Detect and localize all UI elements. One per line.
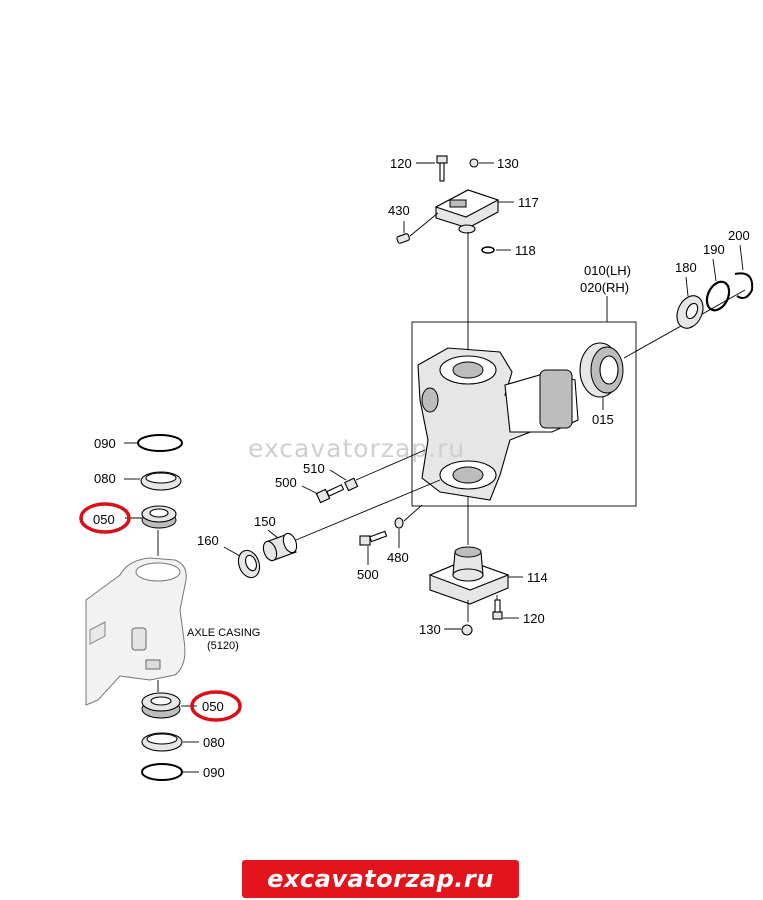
thrust-washer-180 [676, 295, 704, 329]
label-500-lower: 500 [357, 567, 379, 582]
highlight-050-upper [79, 502, 131, 534]
label-118: 118 [515, 243, 536, 258]
label-120-bottom: 120 [523, 611, 545, 626]
label-510: 510 [303, 461, 325, 476]
label-050-upper: 050 [93, 512, 115, 527]
grease-nipple-130-bottom [461, 624, 473, 636]
label-117: 117 [518, 195, 539, 210]
pin-430 [396, 233, 410, 244]
label-160: 160 [197, 533, 219, 548]
o-ring-090-lower [141, 763, 183, 781]
label-130-top: 130 [497, 156, 519, 171]
label-050-lower: 050 [202, 699, 224, 714]
lower-cap-114 [428, 546, 510, 605]
label-015: 015 [592, 412, 614, 427]
label-430: 430 [388, 203, 410, 218]
seal-160 [237, 549, 261, 579]
bolt-120-bottom [492, 599, 503, 620]
label-190: 190 [703, 242, 725, 257]
label-090-lower: 090 [203, 765, 225, 780]
bearing-050-upper [141, 505, 177, 529]
o-ring-090-upper [137, 434, 183, 452]
bearing-015 [579, 342, 624, 398]
axle-casing-label: AXLE CASING [187, 627, 260, 639]
washer-480 [394, 517, 404, 529]
label-114: 114 [527, 570, 548, 585]
bearing-050-lower [141, 692, 181, 719]
label-130-bottom: 130 [419, 622, 441, 637]
o-ring-118 [481, 246, 495, 254]
label-200: 200 [728, 228, 750, 243]
snap-ring-200 [734, 272, 754, 299]
site-banner-text: excavatorzap.ru [267, 865, 494, 893]
washer-510 [344, 477, 359, 492]
steering-knuckle [417, 347, 579, 501]
bearing-cup-080-upper [140, 471, 182, 491]
watermark-text: excavatorzap.ru [248, 434, 465, 463]
knuckle-assembly-frame [411, 321, 637, 507]
bearing-cup-080-lower [141, 732, 183, 752]
bolt-500-lower [359, 530, 388, 546]
label-150: 150 [254, 514, 276, 529]
grease-nipple-130-top [469, 158, 479, 168]
shim-190 [705, 280, 731, 312]
label-080-upper: 080 [94, 471, 116, 486]
axle-casing [85, 557, 187, 706]
bushing-150 [262, 532, 298, 562]
highlight-050-lower [190, 690, 242, 722]
label-090-upper: 090 [94, 436, 116, 451]
axle-casing-code: (5120) [207, 640, 239, 652]
cap-117 [434, 189, 500, 234]
bolt-500-upper [315, 484, 345, 504]
label-080-lower: 080 [203, 735, 225, 750]
label-010: 010(LH) [584, 263, 631, 278]
label-480: 480 [387, 550, 409, 565]
label-180: 180 [675, 260, 697, 275]
label-500-upper: 500 [275, 475, 297, 490]
bolt-120-top [436, 155, 448, 182]
label-020: 020(RH) [580, 280, 629, 295]
label-120-top: 120 [390, 156, 412, 171]
site-banner[interactable]: excavatorzap.ru [242, 860, 519, 898]
